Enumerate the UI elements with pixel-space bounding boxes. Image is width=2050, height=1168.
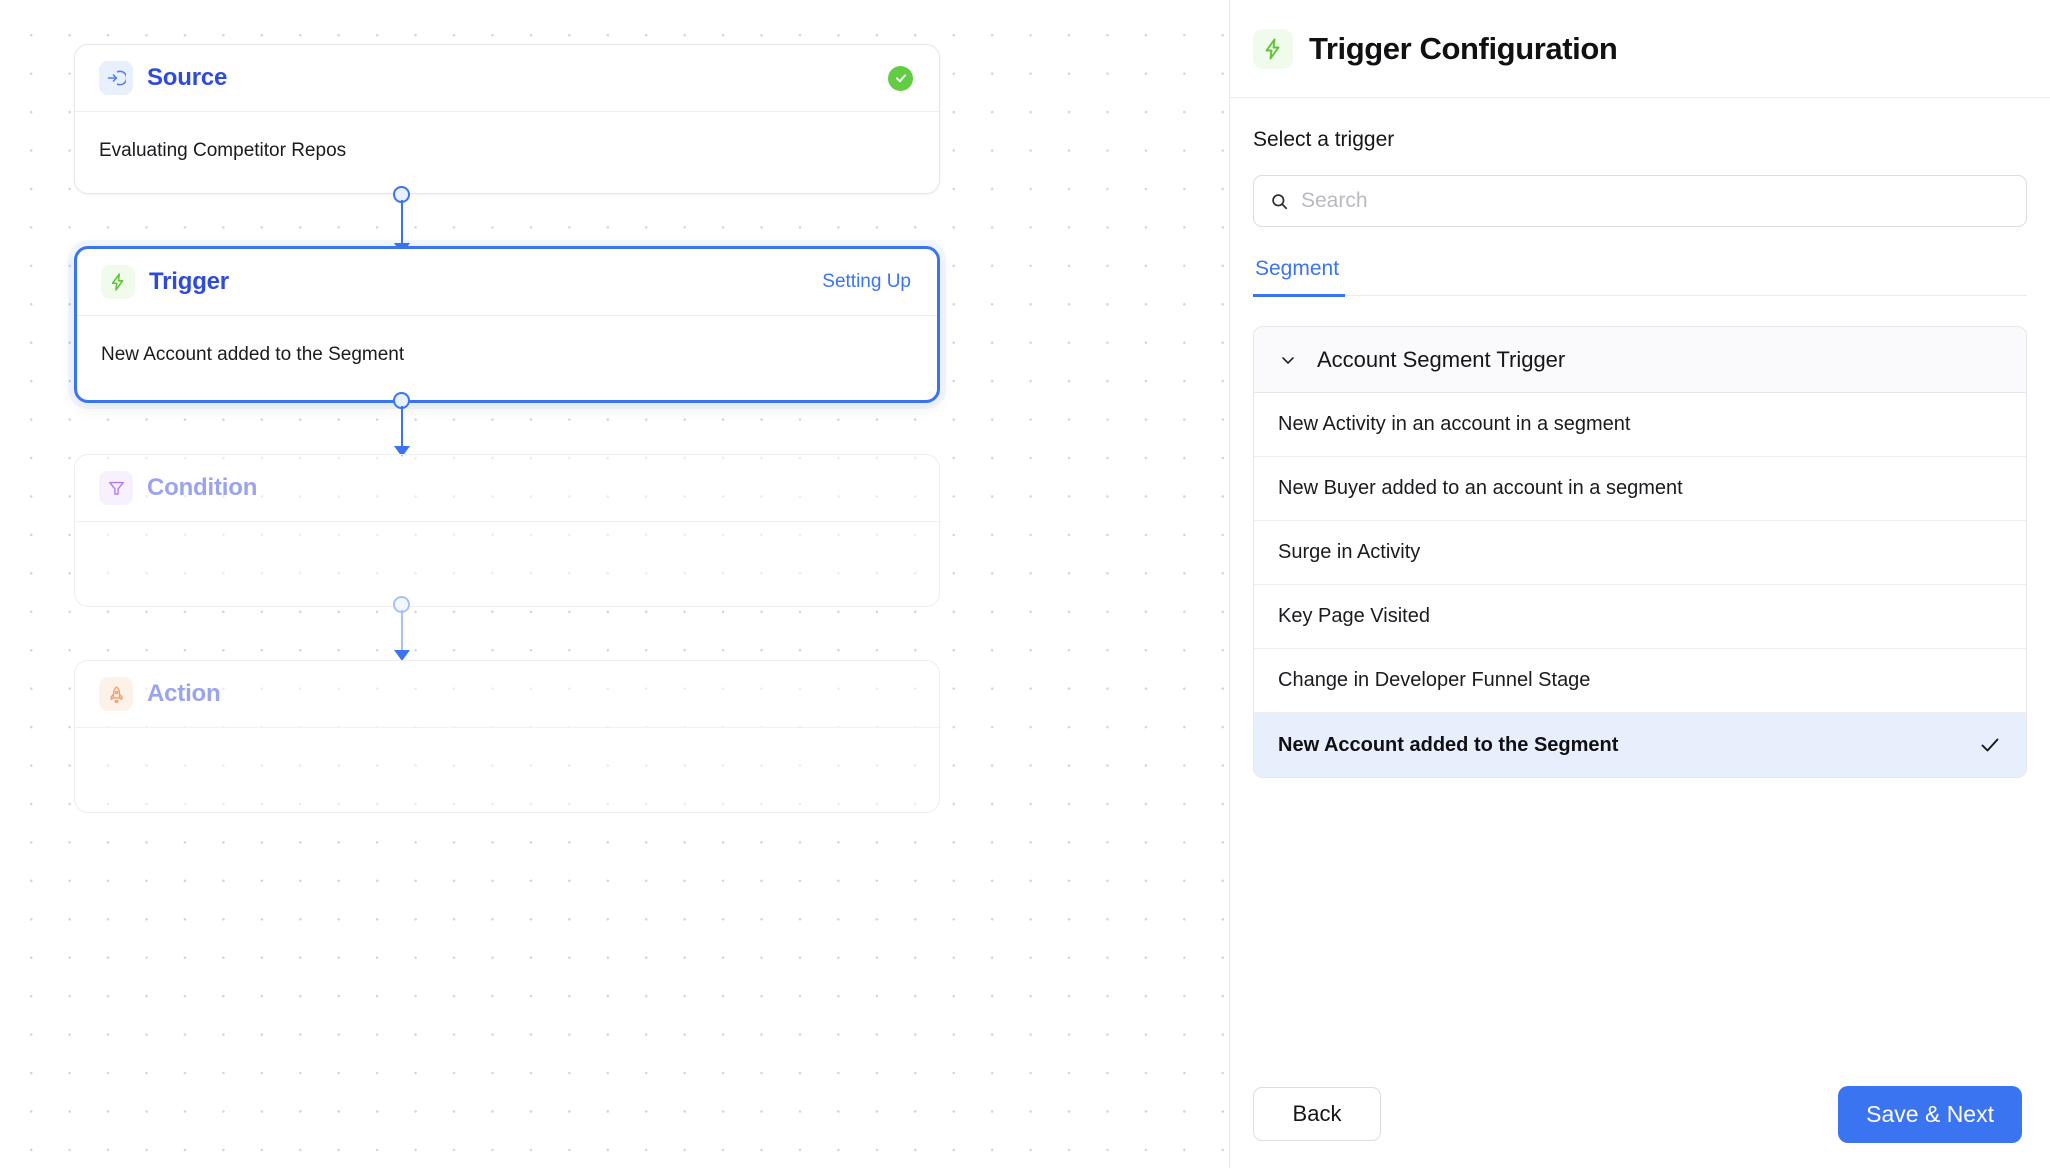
trigger-node-title: Trigger [149,268,229,295]
trigger-option-label: New Activity in an account in a segment [1278,413,1631,435]
panel-header: Trigger Configuration [1230,0,2050,98]
source-status-check-icon [888,65,913,91]
source-node-header: Source [75,45,939,112]
save-and-next-button[interactable]: Save & Next [1838,1085,2022,1143]
trigger-option-label: New Buyer added to an account in a segme… [1278,477,1683,499]
panel-footer: Back Save & Next [1230,1060,2050,1168]
accordion-header-label: Account Segment Trigger [1317,346,1566,372]
trigger-option[interactable]: New Buyer added to an account in a segme… [1254,457,2026,521]
workflow-node-condition[interactable]: Condition [74,454,940,607]
trigger-option[interactable]: Surge in Activity [1254,521,2026,585]
connector-line [400,200,403,250]
page-title: Trigger Configuration [1309,30,1618,66]
select-trigger-label: Select a trigger [1253,128,1395,151]
trigger-node-body: New Account added to the Segment [101,344,405,365]
trigger-option-label: Key Page Visited [1278,605,1430,627]
rocket-icon [99,677,133,711]
source-node-body: Evaluating Competitor Repos [99,140,347,161]
search-input[interactable] [1301,189,2010,213]
source-node-title: Source [147,64,228,91]
connector-line [400,406,403,454]
trigger-node-header: Trigger Setting Up [77,249,937,316]
import-arrow-icon [99,61,133,95]
trigger-option-selected[interactable]: New Account added to the Segment [1254,713,2026,777]
trigger-configuration-panel: Trigger Configuration Select a trigger S… [1229,0,2050,1168]
trigger-option-label: New Account added to the Segment [1278,733,1619,756]
workflow-node-trigger[interactable]: Trigger Setting Up New Account added to … [74,246,940,403]
lightning-bolt-icon [101,265,135,299]
trigger-option-label: Change in Developer Funnel Stage [1278,669,1591,691]
search-field[interactable] [1253,175,2027,227]
check-icon [1978,733,2002,757]
panel-body: Select a trigger Segment [1230,98,2050,1060]
workflow-node-source[interactable]: Source Evaluating Competitor Repos [74,44,940,194]
trigger-option-label: Surge in Activity [1278,541,1421,563]
trigger-group-accordion: Account Segment Trigger New Activity in … [1253,326,2027,778]
action-node-header: Action [75,661,939,728]
funnel-icon [99,471,133,505]
search-icon [1270,192,1289,211]
trigger-option[interactable]: Change in Developer Funnel Stage [1254,649,2026,713]
condition-node-body [75,522,939,622]
chevron-down-icon [1278,350,1298,370]
trigger-category-tabs: Segment [1253,257,2027,297]
condition-node-header: Condition [75,455,939,522]
workflow-canvas[interactable]: Source Evaluating Competitor Repos [0,0,1229,1168]
accordion-header-account-segment-trigger[interactable]: Account Segment Trigger [1254,327,2026,393]
workflow-node-action[interactable]: Action [74,660,940,813]
lightning-bolt-icon [1253,28,1293,69]
trigger-option[interactable]: Key Page Visited [1254,585,2026,649]
tab-segment[interactable]: Segment [1253,257,1346,297]
trigger-node-status: Setting Up [822,271,911,292]
trigger-option[interactable]: New Activity in an account in a segment [1254,393,2026,457]
action-node-body [75,728,939,828]
condition-node-title: Condition [147,474,258,501]
back-button[interactable]: Back [1253,1087,1381,1141]
action-node-title: Action [147,680,221,707]
